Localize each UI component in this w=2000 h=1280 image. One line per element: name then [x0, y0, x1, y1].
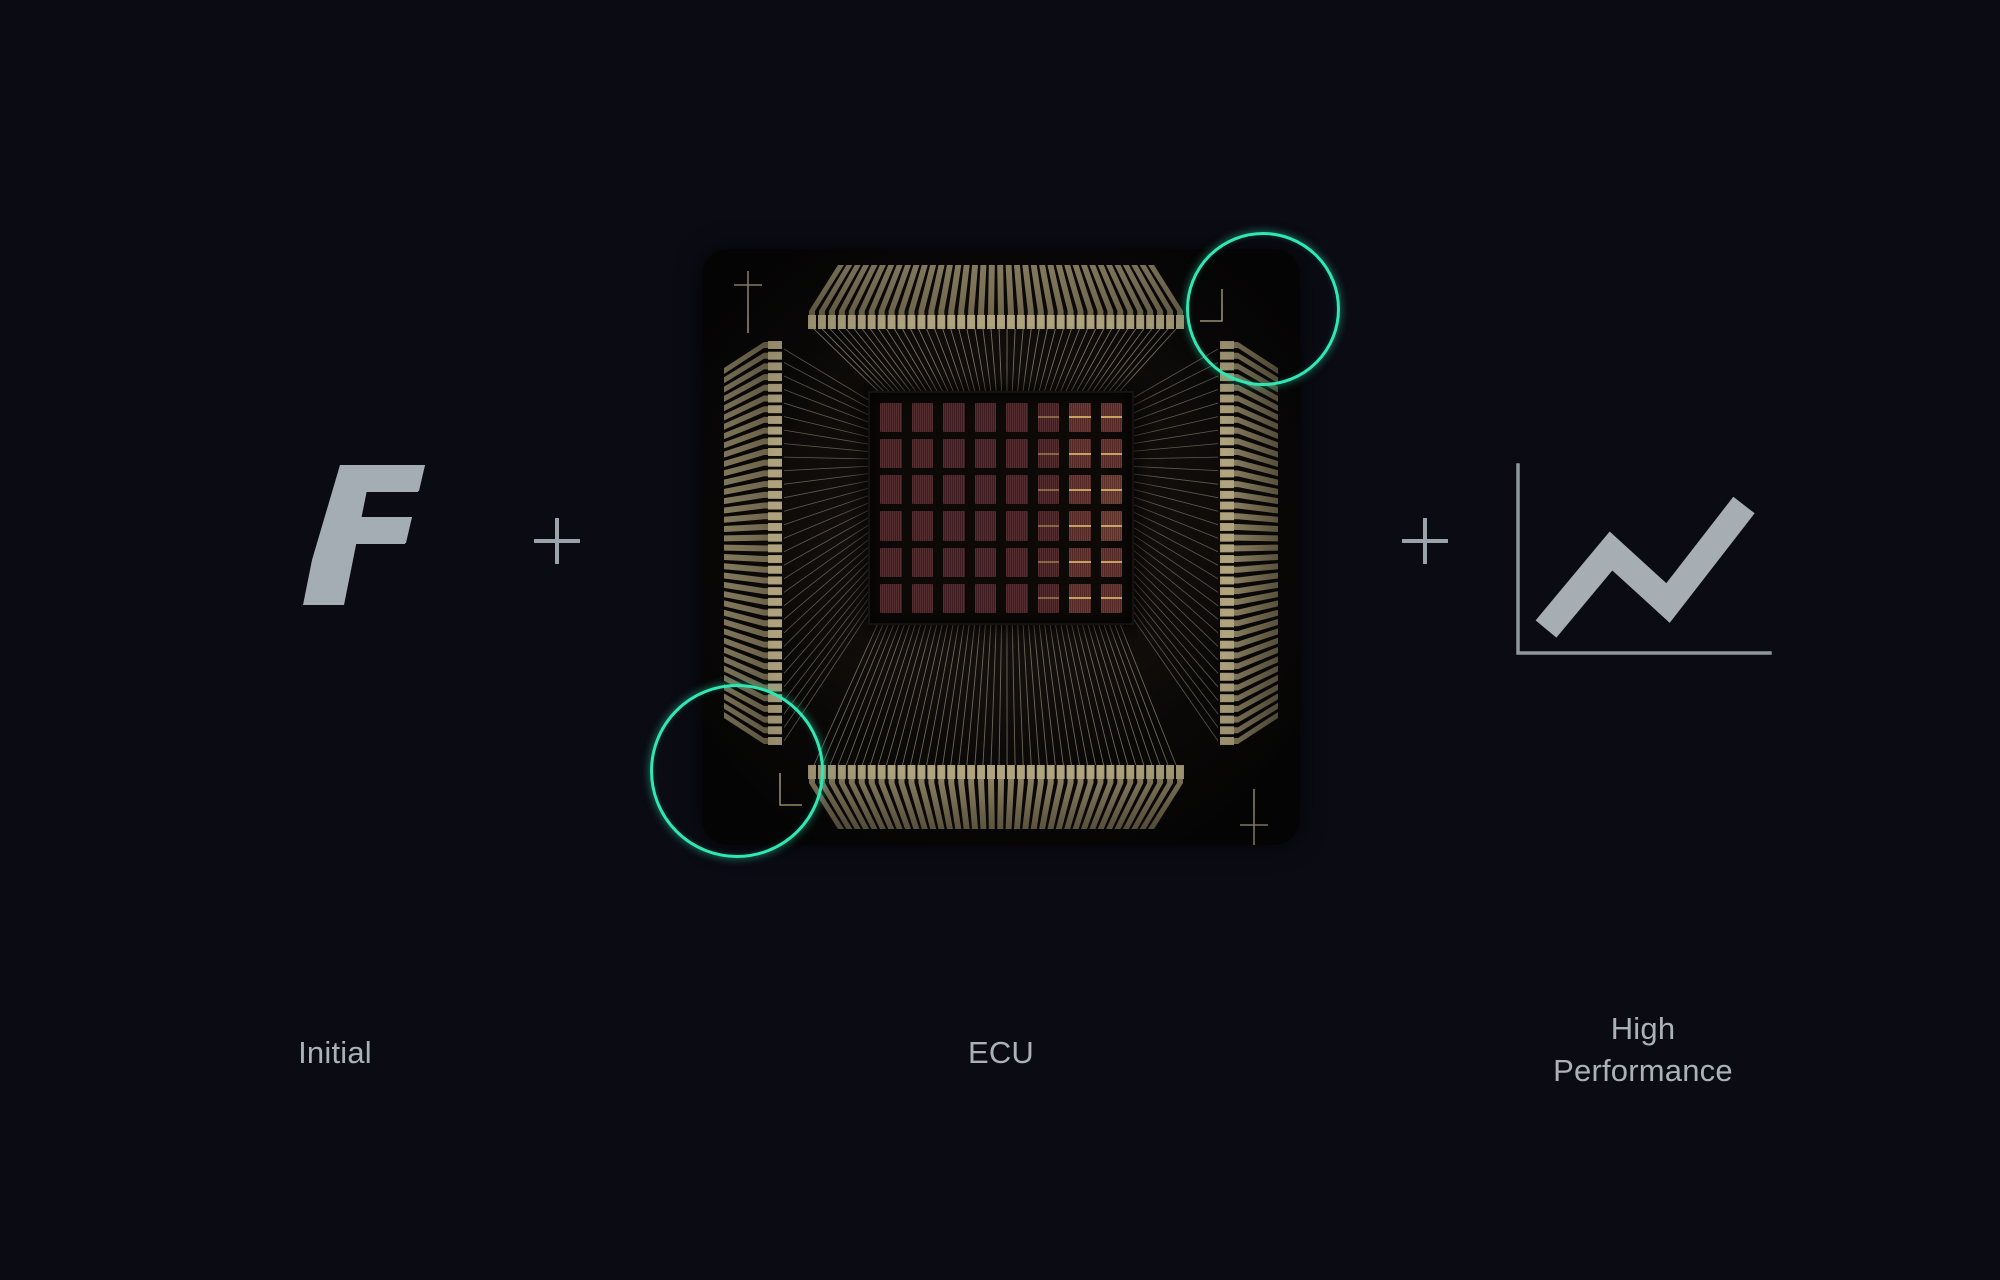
- die-cell: [1037, 439, 1059, 469]
- die-cell: [880, 547, 902, 577]
- die-cell: [943, 511, 965, 541]
- die-cell: [880, 475, 902, 505]
- die-cell-grid: [880, 403, 1122, 613]
- die-cell: [974, 403, 996, 433]
- die-cell: [943, 403, 965, 433]
- die-cell: [911, 439, 933, 469]
- die-cell: [974, 475, 996, 505]
- die-cell: [880, 403, 902, 433]
- die-cell: [1037, 583, 1059, 613]
- die-cell: [880, 583, 902, 613]
- die-cell: [1100, 583, 1122, 613]
- die-cell: [1100, 547, 1122, 577]
- die-cell: [974, 511, 996, 541]
- die-cell: [1006, 511, 1028, 541]
- letter-f-logo-icon: [300, 465, 430, 605]
- highlight-circle-top-right: [1186, 232, 1340, 386]
- die-cell: [1037, 403, 1059, 433]
- plus-bar-vertical: [555, 518, 559, 564]
- plus-icon-2: [1402, 518, 1448, 564]
- die-cell: [911, 583, 933, 613]
- die-cell: [1069, 547, 1091, 577]
- die-cell: [1037, 511, 1059, 541]
- die-cell: [911, 547, 933, 577]
- die-cell: [1006, 547, 1028, 577]
- caption-ecu: ECU: [967, 1035, 1035, 1070]
- caption-high-performance: High Performance: [1553, 1011, 1733, 1088]
- die-cell: [1069, 475, 1091, 505]
- die-cell: [1100, 511, 1122, 541]
- die-cell: [974, 547, 996, 577]
- die-cell: [974, 583, 996, 613]
- die-cell: [943, 547, 965, 577]
- die-cell: [911, 511, 933, 541]
- die-cell: [1006, 583, 1028, 613]
- line-chart-up-icon: [1512, 463, 1774, 659]
- die-cell: [911, 403, 933, 433]
- caption-initial: Initial: [298, 1035, 372, 1070]
- highlight-circle-bottom-left: [650, 684, 824, 858]
- die-cell: [911, 475, 933, 505]
- die-cell: [1100, 403, 1122, 433]
- die-cell: [1037, 547, 1059, 577]
- die-cell: [1069, 511, 1091, 541]
- die-cell: [880, 511, 902, 541]
- plus-bar-vertical: [1423, 518, 1427, 564]
- die-cell: [974, 439, 996, 469]
- plus-icon-1: [534, 518, 580, 564]
- die-cell: [1006, 475, 1028, 505]
- die-cell: [1006, 403, 1028, 433]
- die-cell: [1037, 475, 1059, 505]
- chip-die: [868, 391, 1134, 625]
- die-cell: [1100, 475, 1122, 505]
- die-cell: [880, 439, 902, 469]
- die-cell: [1100, 439, 1122, 469]
- die-cell: [1069, 583, 1091, 613]
- die-cell: [1069, 439, 1091, 469]
- die-cell: [1006, 439, 1028, 469]
- die-cell: [943, 475, 965, 505]
- die-cell: [943, 583, 965, 613]
- chip-lead-frame: [724, 265, 1278, 845]
- die-cell: [943, 439, 965, 469]
- die-cell: [1069, 403, 1091, 433]
